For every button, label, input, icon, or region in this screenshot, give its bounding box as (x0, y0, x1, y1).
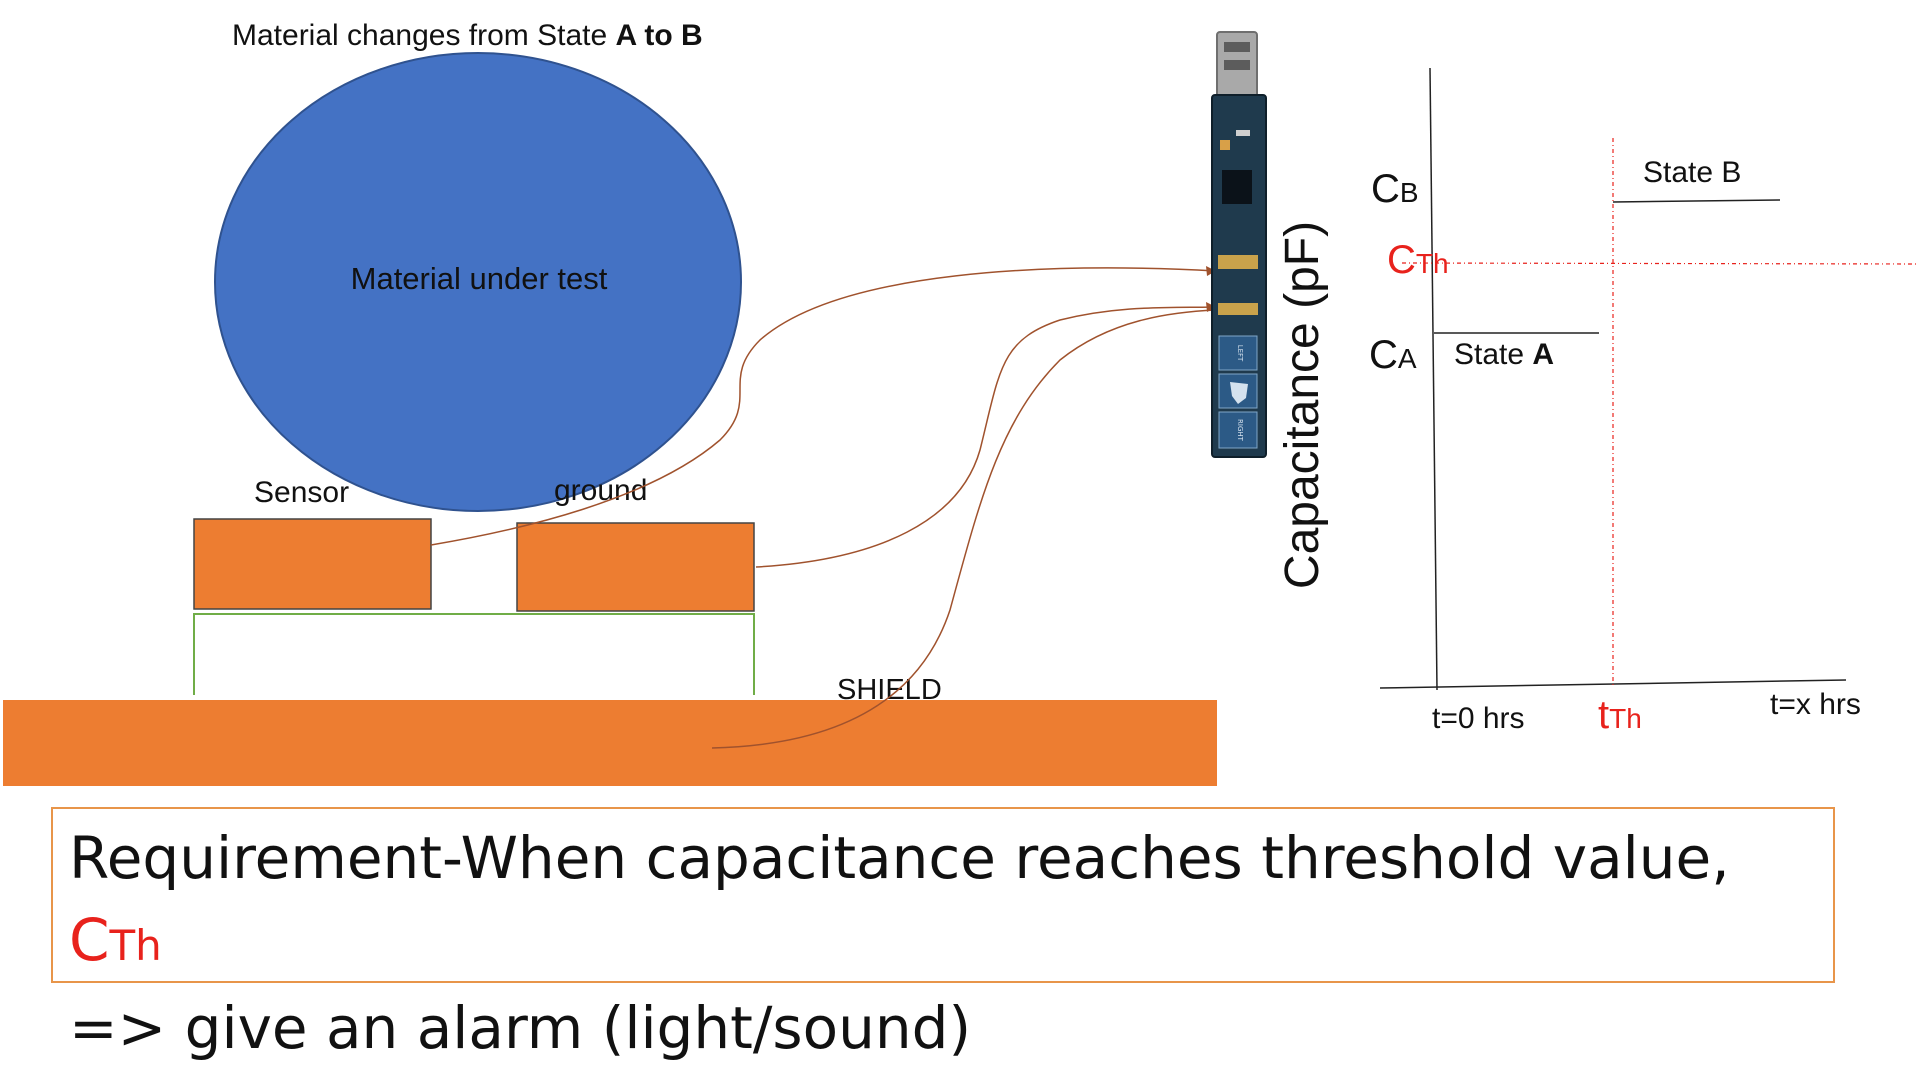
board-header-pins (1218, 255, 1258, 269)
board-button-right (1218, 411, 1258, 449)
t0-label: t=0 hrs (1432, 702, 1525, 735)
state-b-label: State B (1643, 156, 1741, 189)
tth-label-main: t (1598, 693, 1609, 737)
board-component-2 (1236, 130, 1250, 136)
shield-wire (711, 309, 1217, 749)
requirement-line-1: Requirement-When capacitance reaches thr… (69, 817, 1833, 987)
cb-label: CB (1371, 167, 1419, 211)
requirement-cth-sub: Th (109, 921, 162, 970)
diagram-title-prefix: Material changes from State (232, 19, 616, 52)
shield-label: SHIELD (837, 674, 942, 706)
sensor-electrode (193, 518, 432, 610)
requirement-text: Requirement-When capacitance reaches thr… (69, 824, 1730, 892)
requirement-line-2: => give an alarm (light/sound) (69, 994, 972, 1062)
usb-connector-slot (1224, 42, 1250, 52)
tx-label: t=x hrs (1770, 688, 1861, 721)
ca-label-main: C (1369, 333, 1398, 377)
ca-label: CA (1369, 333, 1417, 377)
state-a-label-prefix: State (1454, 338, 1532, 371)
graph-ylabel: Capacitance (pF) (1276, 221, 1329, 589)
graph-y-axis (1429, 67, 1438, 691)
sensor-label: Sensor (254, 476, 349, 509)
ti-logo-icon (1230, 382, 1248, 404)
usb-connector-slot-2 (1224, 60, 1250, 70)
board-chip (1222, 170, 1252, 204)
sensor-board: LEFT RIGHT (1211, 31, 1267, 458)
diagram-canvas: Material changes from State A to B Mater… (3, 19, 1919, 786)
shield-link-line (193, 613, 755, 695)
cb-label-main: C (1371, 167, 1400, 211)
cth-label-main: C (1387, 238, 1416, 282)
state-a-label: State A (1454, 338, 1554, 371)
board-component (1220, 140, 1230, 150)
requirement-cth-main: C (69, 906, 110, 974)
tth-label: tTh (1598, 693, 1642, 737)
board-button-left-label: LEFT (1236, 345, 1244, 362)
requirement-cth: CTh (69, 906, 162, 974)
tth-label-sub: Th (1609, 703, 1642, 734)
diagram-title: Material changes from State A to B (232, 19, 703, 52)
ca-label-sub: A (1398, 343, 1417, 374)
cth-label-sub: Th (1416, 248, 1449, 279)
state-a-label-bold: A (1532, 338, 1554, 371)
cth-threshold-line (1401, 262, 1919, 265)
ground-electrode (516, 522, 755, 612)
state-b-level-line (1612, 199, 1781, 203)
ground-label: ground (554, 474, 647, 507)
board-button-right-label: RIGHT (1236, 419, 1244, 442)
board-button-left (1218, 335, 1258, 371)
requirement-box: Requirement-When capacitance reaches thr… (51, 807, 1835, 1062)
diagram-title-bold: A to B (616, 19, 703, 52)
shield-plate (3, 700, 1217, 786)
material-label: Material under test (351, 261, 608, 296)
board-header-pins-2 (1218, 303, 1258, 315)
cth-label: CTh (1387, 238, 1449, 282)
cb-label-sub: B (1400, 177, 1419, 208)
sensor-wire (430, 267, 1217, 546)
material-ellipse (214, 52, 742, 512)
ground-wire (755, 306, 1217, 568)
